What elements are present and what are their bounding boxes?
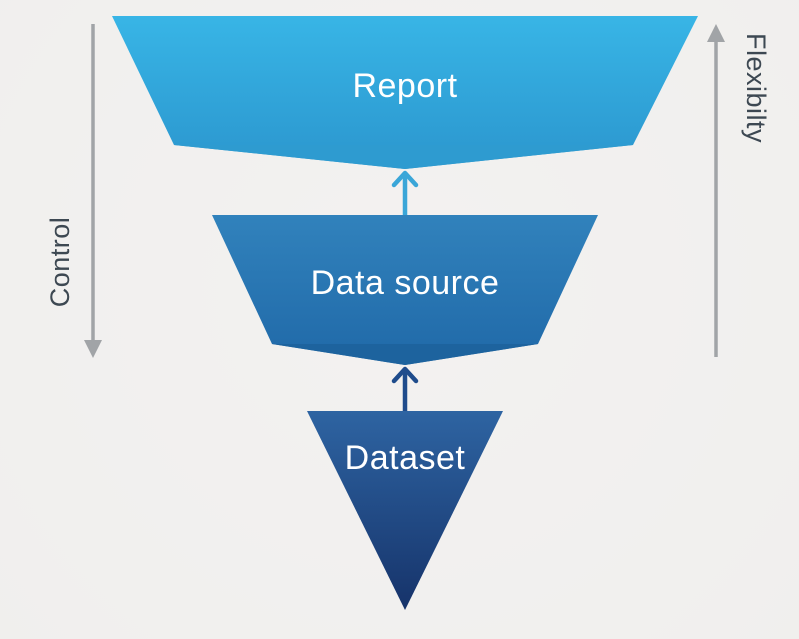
up-arrow-datasource-to-report-icon xyxy=(391,170,419,218)
dataset-shape xyxy=(307,411,503,610)
report-shape-fold xyxy=(174,145,633,169)
up-arrow-dataset-to-datasource-icon xyxy=(391,366,419,414)
funnel-level-report: Report xyxy=(112,16,698,169)
down-arrowhead-icon xyxy=(84,340,102,358)
report-shape xyxy=(112,16,698,169)
flexibility-label: Flexibilty xyxy=(741,33,771,143)
datasource-shape-fold xyxy=(272,344,538,365)
up-arrowhead-icon xyxy=(707,24,725,42)
flexibility-axis: Flexibilty xyxy=(707,24,771,357)
datasource-label: Data source xyxy=(311,264,500,302)
funnel-level-dataset: Dataset xyxy=(307,411,503,610)
report-label: Report xyxy=(352,67,457,105)
datasource-shape xyxy=(212,215,598,365)
dataset-label: Dataset xyxy=(345,439,466,477)
control-label: Control xyxy=(45,217,75,308)
funnel-level-datasource: Data source xyxy=(212,215,598,365)
control-axis: Control xyxy=(45,24,102,358)
